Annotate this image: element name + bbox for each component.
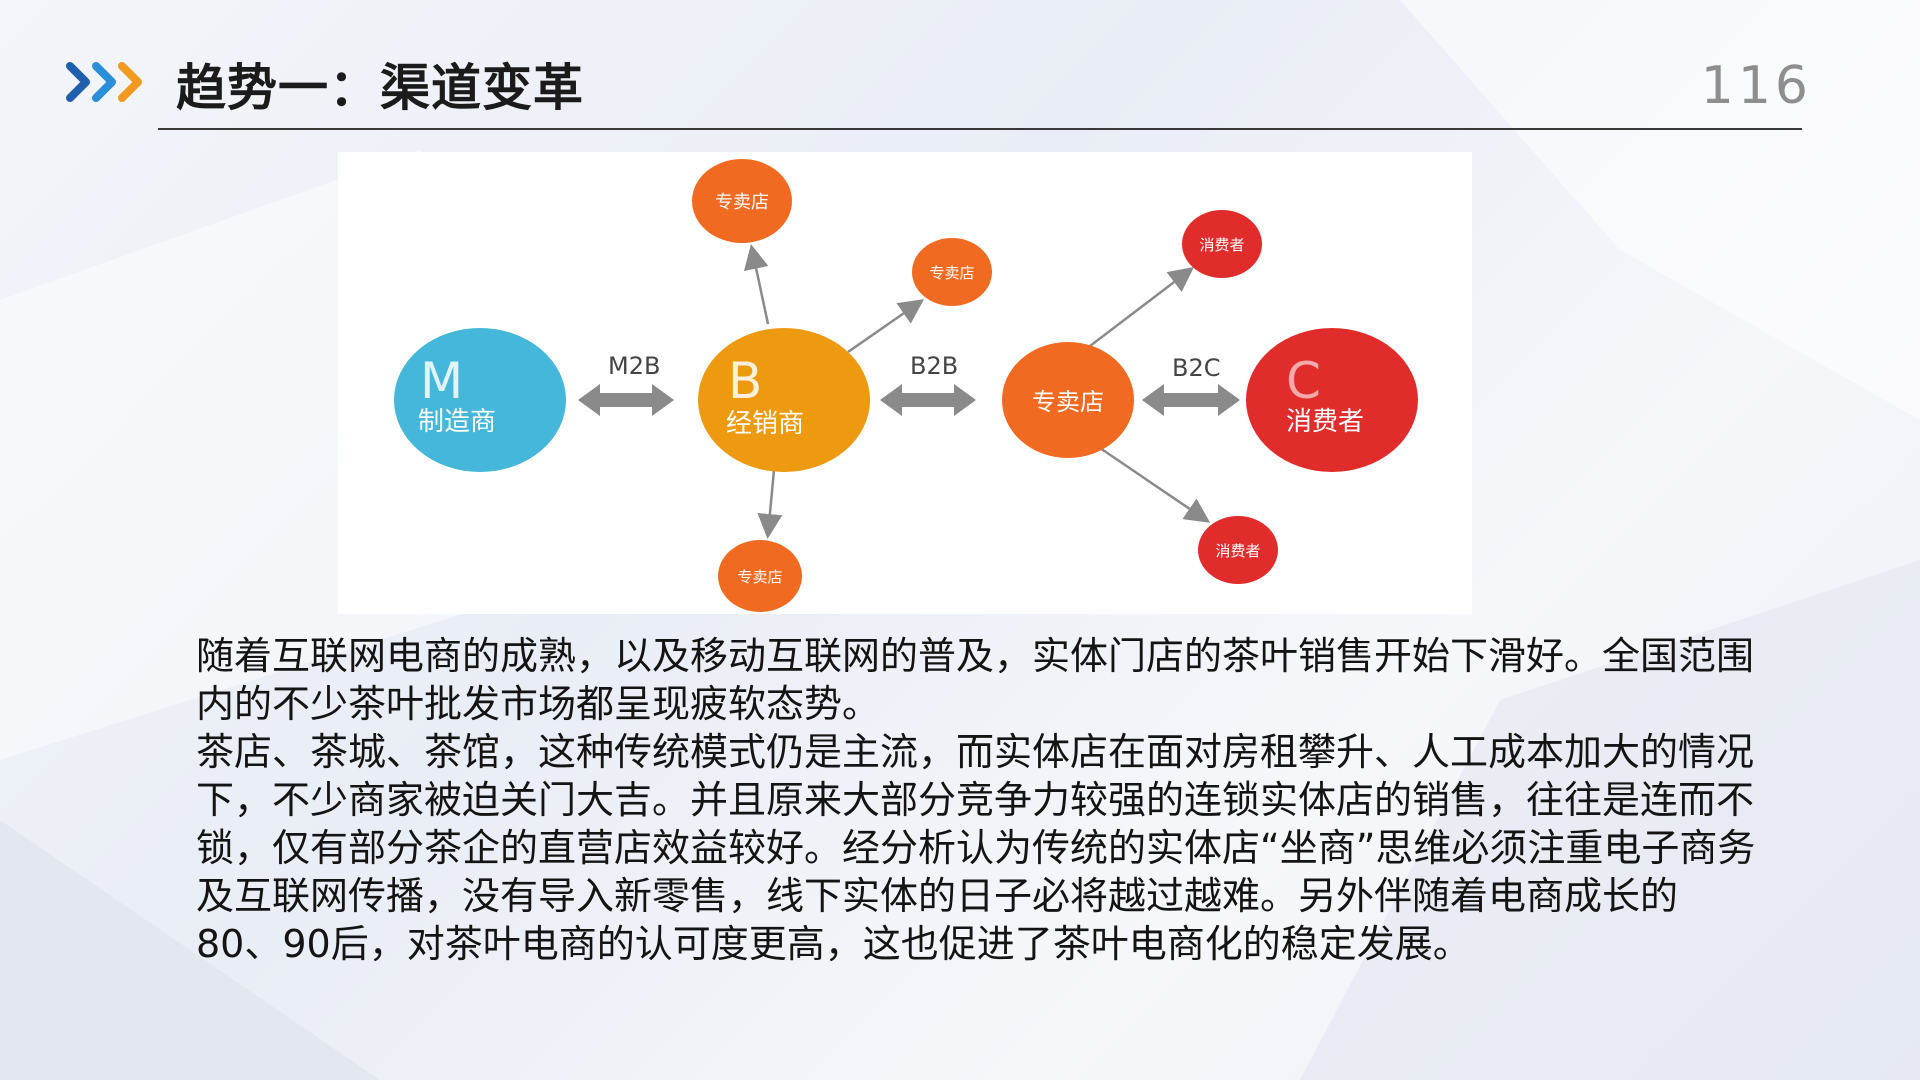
arrow-store-to-consumer-top [1089, 266, 1194, 347]
b2c-double-arrow [1142, 384, 1240, 416]
header-divider [158, 128, 1802, 130]
node-store-center-label: 专卖店 [1032, 388, 1104, 416]
node-store-top-label: 专卖店 [715, 192, 769, 213]
edge-label-m2b: M2B [608, 352, 660, 380]
channel-diagram: M2B B2B B2C M 制造商 B 经销商 专卖店 C 消费者 [338, 152, 1472, 614]
arrow-distributor-to-store-top [743, 244, 770, 325]
body-paragraph: 随着互联网电商的成熟，以及移动互联网的普及，实体门店的茶叶销售开始下滑好。全国范… [196, 634, 1755, 726]
node-manufacturer-label: 制造商 [418, 407, 496, 437]
node-store-bottom: 专卖店 [718, 540, 802, 612]
node-consumer-letter: C [1286, 352, 1321, 410]
channel-diagram-svg: M2B B2B B2C M 制造商 B 经销商 专卖店 C 消费者 [394, 159, 1418, 612]
node-manufacturer-letter: M [420, 352, 463, 410]
node-store-bottom-label: 专卖店 [737, 568, 782, 586]
node-store-upper-right-label: 专卖店 [929, 264, 974, 282]
node-consumer-top: 消费者 [1182, 210, 1262, 278]
node-distributor-letter: B [728, 352, 762, 410]
body-paragraph: 茶店、茶城、茶馆，这种传统模式仍是主流，而实体店在面对房租攀升、人工成本加大的情… [196, 730, 1756, 966]
node-consumer-top-label: 消费者 [1199, 236, 1244, 254]
edge-label-b2b: B2B [910, 352, 958, 380]
page-number: 116 [1700, 56, 1812, 116]
node-store-top: 专卖店 [692, 159, 792, 243]
page-title: 趋势一：渠道变革 [176, 59, 584, 117]
edge-label-b2c: B2C [1172, 354, 1221, 382]
m2b-double-arrow [578, 384, 674, 416]
node-store-upper-right: 专卖店 [912, 238, 992, 306]
node-consumer-bottom-label: 消费者 [1215, 542, 1260, 560]
node-distributor-label: 经销商 [726, 409, 804, 439]
arrow-store-to-consumer-bottom [1099, 446, 1211, 523]
node-distributor: B 经销商 [698, 328, 870, 472]
node-manufacturer: M 制造商 [394, 328, 566, 472]
body-text: 随着互联网电商的成熟，以及移动互联网的普及，实体门店的茶叶销售开始下滑好。全国范… [196, 632, 1756, 968]
chevron-arrows-icon [66, 62, 142, 102]
b2b-double-arrow [880, 384, 976, 416]
node-consumer: C 消费者 [1246, 328, 1418, 472]
node-consumer-bottom: 消费者 [1198, 516, 1278, 584]
arrow-distributor-to-store-bottom [757, 469, 783, 539]
node-store-center: 专卖店 [1002, 342, 1134, 458]
node-consumer-label: 消费者 [1286, 407, 1364, 437]
arrow-distributor-to-store-upper-right [847, 299, 925, 354]
